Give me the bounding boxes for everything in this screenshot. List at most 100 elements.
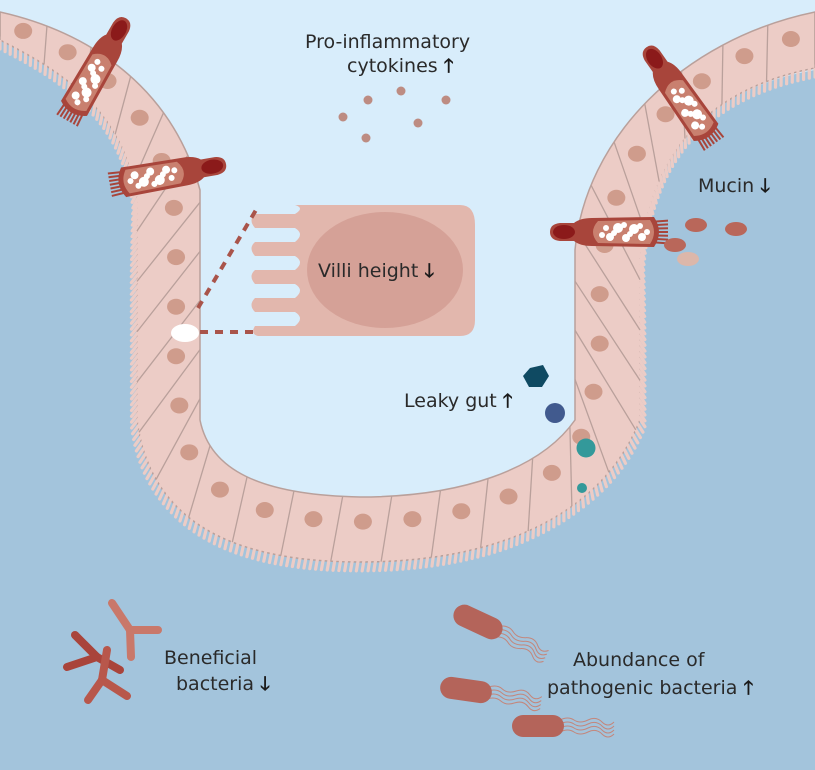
cell-border — [574, 280, 641, 381]
mucin-granule — [90, 70, 97, 77]
microvillus — [493, 539, 498, 554]
microvillus — [129, 347, 140, 360]
leaky-gut-label: Leaky gut 🡑 — [404, 390, 513, 412]
mucin-particles — [664, 218, 747, 266]
microvillus — [178, 508, 185, 523]
cell-nucleus — [167, 249, 186, 266]
microvillus — [536, 522, 541, 537]
microvillus — [256, 547, 262, 562]
microvillus — [129, 382, 140, 395]
flagellum — [498, 628, 548, 656]
microvillus — [151, 477, 160, 491]
epithelial-cells — [0, 12, 815, 562]
microvillus — [129, 254, 140, 267]
pathogen-bacterium — [512, 715, 615, 738]
goblet-microvillus — [709, 131, 719, 143]
cytokine-dot — [413, 118, 423, 128]
microvillus — [129, 307, 140, 320]
microvillus — [430, 553, 436, 568]
microvillus — [325, 557, 331, 572]
cell-nucleus — [627, 145, 646, 162]
beneficial-label-line1: Beneficial — [164, 647, 257, 669]
cell-nucleus — [353, 513, 372, 530]
cytokine-dot — [396, 86, 406, 96]
cell-nucleus — [170, 397, 189, 414]
mucin-granule — [151, 180, 158, 187]
goblet-cell-left — [107, 157, 227, 198]
microvillus — [52, 68, 58, 83]
microvillus — [447, 550, 453, 565]
mucin-particle — [685, 218, 707, 232]
leaking-particle-blue — [545, 403, 565, 423]
microvillus — [165, 496, 173, 510]
goblet-microvillus — [655, 223, 669, 226]
microvillus — [129, 371, 140, 384]
microvillus — [638, 247, 647, 261]
cell-nucleus — [255, 502, 274, 519]
cytokine-dot — [363, 95, 373, 105]
cell-border — [430, 490, 442, 558]
microvillus — [601, 474, 609, 489]
goblet-microvillus — [69, 111, 77, 123]
mucin-granule — [637, 223, 643, 229]
microvillus — [138, 451, 148, 464]
mucin-granule — [71, 91, 80, 100]
flagellum — [497, 632, 546, 660]
microvillus — [308, 556, 314, 571]
microvillus — [130, 417, 140, 430]
microvillus — [262, 548, 268, 563]
zoomed-nucleus — [307, 212, 463, 328]
flagellum — [487, 693, 542, 708]
mucin-granule — [81, 83, 88, 90]
pathogenic-label-line2: pathogenic bacteria 🡑 — [547, 677, 753, 699]
cell-nucleus — [58, 44, 77, 61]
cell-nucleus — [167, 298, 186, 315]
cell-nucleus — [590, 286, 609, 303]
microvillus — [245, 544, 251, 559]
goblet-microvillus — [75, 114, 83, 127]
down-arrow-icon: 🡓 — [424, 260, 434, 282]
flagellum — [559, 725, 615, 734]
microvillus — [129, 365, 140, 378]
microvillus — [108, 125, 115, 140]
microvillus — [637, 357, 647, 371]
microvillus — [418, 555, 424, 570]
mucin-granule — [699, 123, 706, 130]
microvillus — [130, 237, 140, 250]
mucin-granule — [98, 65, 105, 72]
microvillus — [267, 550, 274, 565]
mucin-granule — [681, 108, 690, 117]
cell-border — [155, 398, 201, 480]
cell-nucleus — [180, 444, 199, 461]
microvillus — [130, 423, 141, 436]
flagellum — [486, 697, 541, 712]
goblet-microvillus — [109, 181, 122, 186]
microvillus — [625, 441, 634, 455]
goblet-microvillus — [655, 238, 669, 241]
cell-nucleus — [656, 106, 675, 123]
microvillus — [140, 456, 150, 470]
microvillus — [129, 313, 140, 325]
microvillus — [637, 299, 647, 313]
mucin-granule — [670, 88, 677, 95]
outer-region — [0, 40, 815, 770]
microvillus — [250, 545, 257, 560]
microvillus — [129, 394, 140, 407]
microvillus — [157, 487, 166, 501]
microvillus — [129, 260, 140, 273]
mucin-granule — [672, 95, 681, 104]
mucin-granule — [621, 222, 627, 228]
microvillus — [637, 287, 646, 301]
cell-nucleus — [210, 481, 229, 498]
beneficial-bacteria — [63, 599, 162, 704]
cell-nucleus — [607, 189, 626, 206]
cell-nucleus — [164, 199, 183, 216]
cell-nucleus — [692, 73, 711, 90]
mucin-particle — [664, 238, 686, 252]
microvillus — [118, 146, 126, 160]
microvillus — [129, 272, 140, 285]
cell-border — [576, 231, 641, 331]
microvillus — [348, 558, 355, 573]
microvillus — [133, 434, 143, 447]
microvillus — [129, 411, 140, 424]
